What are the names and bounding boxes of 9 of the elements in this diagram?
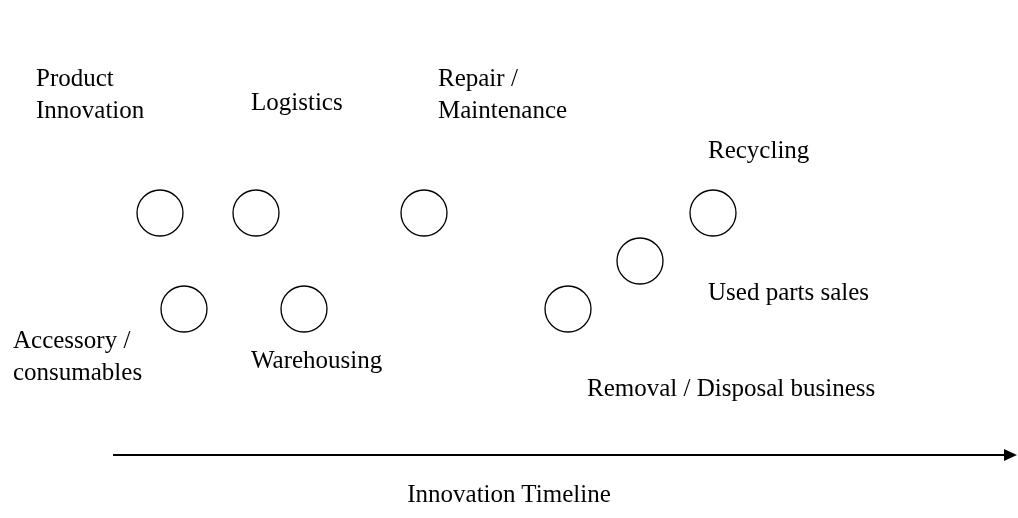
circle-label: Removal / Disposal business xyxy=(587,373,877,403)
circle-label: Logistics xyxy=(251,87,344,117)
axis-label: Innovation Timeline xyxy=(407,480,611,507)
circle-label: Used parts sales xyxy=(708,277,871,307)
circle-label: Recycling xyxy=(708,135,811,165)
circle-label: Accessory / consumables xyxy=(13,325,144,387)
circle-label: Product Innovation xyxy=(36,63,146,125)
circle-label: Repair / Maintenance xyxy=(438,63,569,125)
circle-label: Warehousing xyxy=(251,345,384,375)
